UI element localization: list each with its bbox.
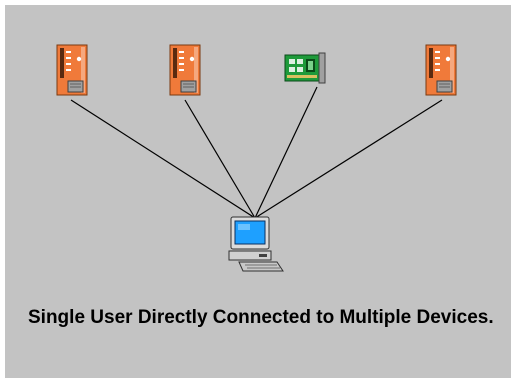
orange-device-icon: [56, 44, 88, 96]
diagram-panel: Single User Directly Connected to Multip…: [5, 5, 511, 378]
orange-device-icon: [425, 44, 457, 96]
connector-line: [70, 99, 256, 219]
device-node-4: [425, 44, 457, 96]
user-computer-node: [228, 216, 284, 272]
diagram-caption: Single User Directly Connected to Multip…: [28, 307, 494, 328]
connector-line: [254, 99, 443, 219]
desktop-computer-icon: [228, 216, 284, 272]
connector-lines: [70, 86, 443, 219]
device-node-3: [284, 52, 326, 84]
device-node-2: [169, 44, 201, 96]
connector-line: [184, 99, 256, 219]
device-node-1: [56, 44, 88, 96]
green-circuit-board-icon: [284, 52, 326, 84]
orange-device-icon: [169, 44, 201, 96]
diagram-canvas: [56, 44, 457, 272]
connector-line: [254, 86, 318, 219]
